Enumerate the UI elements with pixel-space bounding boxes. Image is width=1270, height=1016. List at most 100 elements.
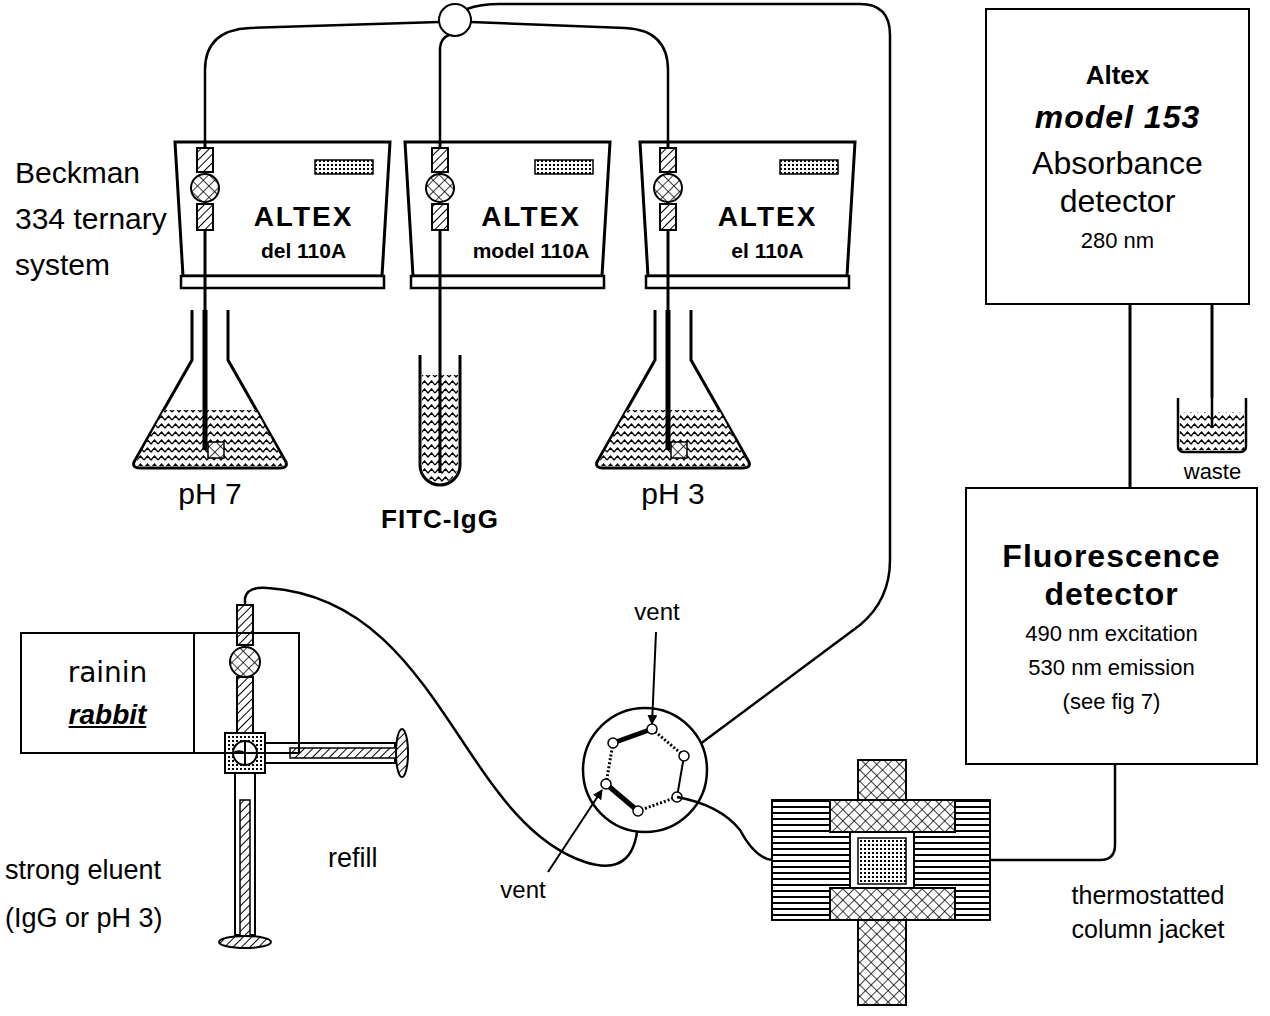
pump-box: ALTEX el 110A <box>640 140 855 290</box>
node-text: pH 3 <box>641 477 704 511</box>
injection-valve <box>608 738 618 748</box>
pump-line <box>440 35 449 140</box>
pump-valve <box>237 605 253 645</box>
text-area: raininrabbit <box>22 638 193 748</box>
injection-valve <box>677 756 684 797</box>
column-jacket <box>850 832 914 888</box>
divider <box>193 634 195 752</box>
column-line <box>677 797 772 860</box>
column-jacket <box>858 920 906 1005</box>
buffer-flask-shape <box>599 410 747 466</box>
pump-box-shape <box>426 174 454 202</box>
node-text: Altex <box>1086 60 1150 91</box>
sample-tube: FITC-IgG <box>365 355 515 545</box>
text-area: ALTEX el 110A <box>688 190 847 274</box>
syringe-label: refill <box>328 843 408 874</box>
pump-box-shape <box>640 142 855 276</box>
text-area: Fluorescence detector 490 nm excitation 53… <box>975 497 1248 755</box>
pump-box: ALTEX model 110A <box>405 140 610 290</box>
pump-valve <box>230 647 260 677</box>
buffer-flask-shape <box>136 410 284 466</box>
pump-box-shape <box>175 142 390 276</box>
waste-beaker-shape <box>1211 398 1214 428</box>
tubing-connector <box>204 290 207 310</box>
injection-valve <box>638 797 677 811</box>
pump-box-shape <box>197 204 213 230</box>
column-label: thermostatted column jacket <box>1032 878 1264 946</box>
pump-box-shape <box>432 148 448 172</box>
sample-tube-shape <box>420 355 460 485</box>
text-area: FITC-IgG <box>365 493 515 545</box>
node-text: ALTEX <box>718 201 818 233</box>
tubing-connector <box>1211 305 1214 398</box>
pump-box-shape <box>654 174 682 202</box>
column-jacket <box>772 760 990 1005</box>
text-area: Altex model 153Absorbance detector 280 nm <box>995 18 1240 295</box>
buffer-flask-shape <box>208 442 224 458</box>
injection-valve <box>633 806 643 816</box>
pump-box-shape <box>432 204 448 230</box>
node-text: FITC-IgG <box>381 504 499 535</box>
tubing-connector <box>667 290 670 310</box>
detector-line <box>990 765 1115 860</box>
vent-label: vent <box>626 598 688 626</box>
syringe-plunger <box>290 748 398 758</box>
pump-box-shape <box>535 160 593 174</box>
waste-beaker-shape <box>1178 398 1246 452</box>
pump-line <box>471 22 668 140</box>
node-text: model 153 <box>1035 99 1201 136</box>
node-text: Absorbance detector <box>995 144 1240 220</box>
buffer-flask-shape <box>203 310 208 450</box>
buffer-flask-shape <box>666 310 671 450</box>
node-text: del 110A <box>261 239 346 263</box>
pump-box-shape <box>181 276 384 288</box>
node-text: 280 nm <box>1081 228 1154 254</box>
syringe-plunger <box>240 800 250 936</box>
node-text: 490 nm excitation <box>1025 621 1197 647</box>
column-jacket <box>830 888 955 920</box>
injection-valve <box>601 779 611 789</box>
syringe-plunger <box>396 729 408 777</box>
node-text: ALTEX <box>481 201 581 233</box>
node-text: Fluorescence detector <box>975 537 1248 613</box>
injection-valve <box>679 751 689 761</box>
vent-label: vent <box>492 876 554 904</box>
waste-beaker: waste <box>1170 398 1255 488</box>
injection-valve <box>606 784 638 811</box>
buffer-flask: pH 7 <box>130 310 290 515</box>
detector-box: Altex model 153Absorbance detector 280 nm <box>985 8 1250 305</box>
text-area: pH 7 <box>130 473 290 515</box>
column-jacket <box>858 760 906 800</box>
pump-box-shape <box>660 204 676 230</box>
text-area: waste <box>1170 455 1255 488</box>
node-text: el 110A <box>731 239 803 263</box>
text-area: ALTEX model 110A <box>460 190 602 274</box>
mixer <box>439 4 471 36</box>
mixer-outlet-line <box>467 4 890 756</box>
vent-arrow <box>548 790 602 872</box>
text-area: ALTEXdel 110A <box>225 190 382 274</box>
injection-valve <box>647 724 657 734</box>
pump-box-shape <box>405 142 610 276</box>
syringe-plunger <box>219 936 271 948</box>
syringe-label: strong eluent (IgG or pH 3) <box>5 846 205 942</box>
pump-box: raininrabbit <box>20 632 300 754</box>
sample-tube-shape <box>439 355 442 473</box>
pump-box-shape <box>191 174 219 202</box>
vent-arrow <box>652 632 656 724</box>
detector-box: Fluorescence detector 490 nm excitation 53… <box>965 487 1258 765</box>
column-jacket <box>772 800 990 920</box>
node-text: rainin <box>68 656 148 689</box>
node-text: 530 nm emission <box>1028 655 1194 681</box>
system-label: Beckman 334 ternary system <box>15 150 173 288</box>
node-text: model 110A <box>473 239 590 263</box>
pump-box-shape <box>315 160 373 174</box>
injection-valve <box>652 729 684 756</box>
injection-valve <box>606 743 613 784</box>
buffer-flask: pH 3 <box>593 310 753 515</box>
injection-valve <box>583 708 707 832</box>
pump-line <box>205 22 439 140</box>
syringe-barrel <box>235 773 255 935</box>
column-jacket <box>858 838 906 884</box>
